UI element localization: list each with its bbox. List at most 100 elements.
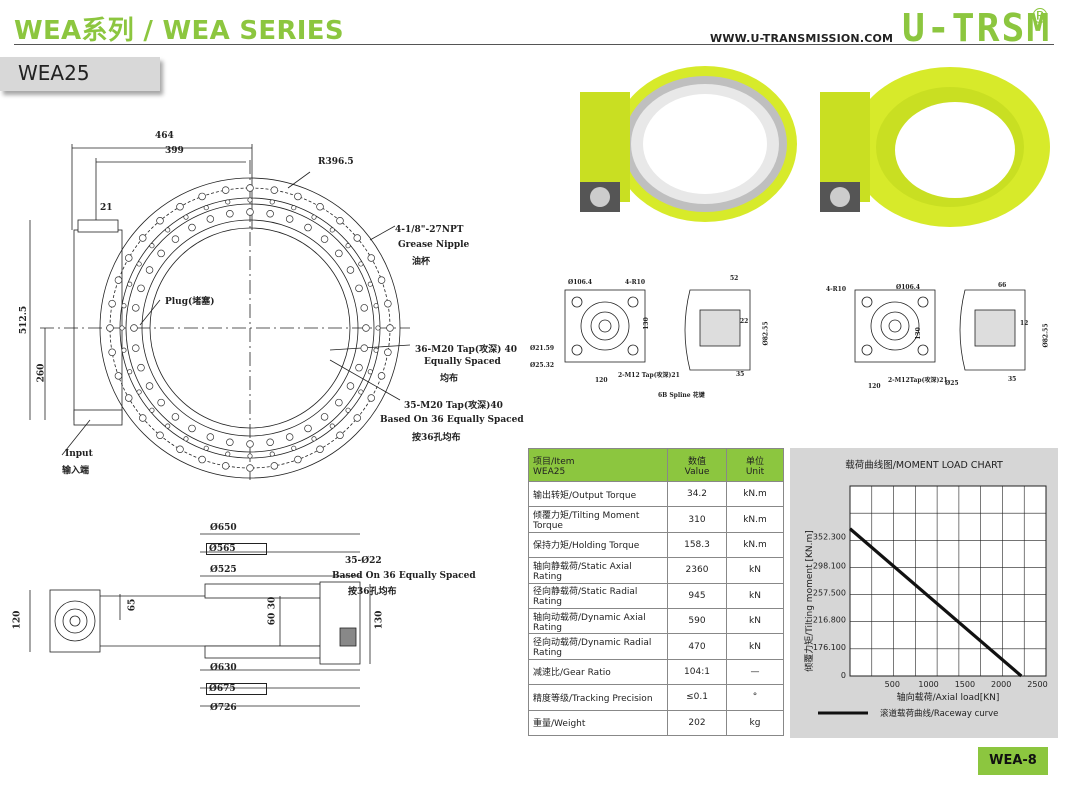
row-value: 945 [667, 582, 727, 609]
bolt-hole [139, 414, 147, 422]
bolt-hole [316, 203, 324, 211]
bolt-hole [247, 453, 253, 459]
bolt-hole [114, 372, 123, 380]
bolt-hole [384, 348, 392, 357]
bolt-hole [157, 398, 165, 407]
row-unit: kN [726, 607, 784, 635]
motor-b-m12: 2-M12Tap(攻深)21 [888, 377, 948, 384]
motor-b-d35: 35 [1008, 376, 1017, 383]
row-value: 104:1 [667, 658, 727, 686]
bolt-hole [269, 451, 275, 457]
row-label: 精度等级/Tracking Precision [528, 684, 668, 711]
bolt-hole [125, 254, 133, 262]
bolt-hole [355, 363, 363, 372]
bolt-hole [346, 266, 355, 274]
header-value-cn: 数值 [687, 456, 706, 467]
motor-a-d120: 120 [595, 377, 608, 384]
bolt-hole [358, 261, 364, 267]
bolt-hole [156, 217, 164, 225]
page-number-badge: WEA-8 [978, 747, 1048, 775]
motor-b-d12: 12 [1020, 320, 1029, 327]
motor-b-d106: Ø106.4 [896, 284, 921, 291]
dim-d650: Ø650 [210, 523, 237, 533]
row-label: 输出转矩/Output Torque [528, 480, 668, 508]
row-value: 310 [667, 506, 727, 533]
bolt-hole [108, 299, 116, 308]
dim-radius: R396.5 [318, 157, 354, 167]
motor-a-d106: Ø106.4 [568, 279, 593, 286]
bolt-hole [266, 210, 274, 218]
product-photo-front [580, 66, 797, 222]
bolt-hole [266, 438, 274, 446]
model-tab [0, 57, 160, 91]
bolt-hole [336, 431, 344, 439]
bolt-hole [329, 227, 335, 233]
chart-svg: 载荷曲线图/MOMENT LOAD CHART0176.100216.80025… [803, 459, 1048, 719]
holes-spec-3: 按36孔均布 [348, 587, 397, 597]
bolt-hole [145, 266, 154, 274]
tap-inner-label-3: 按36孔均布 [412, 433, 461, 443]
y-axis-label: 倾覆力矩/Tilting moment [KN.m] [803, 530, 815, 672]
y-tick-label: 0 [841, 671, 846, 680]
tap-outer-label-2: Equally Spaced [424, 357, 501, 367]
row-unit: kN.m [726, 531, 784, 559]
bolt-hole [106, 324, 114, 332]
table-row: 精度等级/Tracking Precision≤0.1° [528, 684, 784, 711]
bolt-hole [188, 223, 196, 232]
holes-spec-2: Based On 36 Equally Spaced [332, 571, 476, 581]
dim-60: 60 [267, 612, 278, 626]
bolt-hole [291, 445, 297, 451]
bolt-hole [353, 234, 361, 242]
series-title: WEA系列 / WEA SERIES [14, 16, 344, 46]
bolt-hole [367, 281, 373, 287]
bolt-hole [171, 413, 180, 421]
bolt-hole [311, 436, 317, 442]
dim-130: 130 [374, 610, 385, 630]
bolt-hole [246, 464, 254, 472]
motor-b-d82: Ø82.55 [1042, 323, 1050, 348]
bolt-hole [320, 413, 329, 421]
bolt-hole [221, 462, 230, 470]
motor-a-d2: 22 [740, 318, 749, 325]
header-value-en: Value [684, 466, 710, 477]
website-link[interactable]: WWW.U-TRANSMISSION.COM [710, 32, 894, 45]
row-label: 径向动载荷/Dynamic Radial Rating [528, 633, 668, 660]
bolt-hole [360, 304, 368, 312]
bolt-hole [121, 303, 127, 309]
bolt-hole [125, 394, 133, 402]
chart-title: 载荷曲线图/MOMENT LOAD CHART [845, 459, 1003, 471]
y-tick-label: 298.100 [813, 561, 846, 570]
motor-a-d130: 130 [642, 317, 650, 330]
bolt-hole [203, 445, 209, 451]
bolt-hole [206, 215, 215, 223]
bolt-hole [119, 325, 125, 331]
bolt-hole [183, 436, 189, 442]
bolt-hole [336, 217, 344, 225]
bolt-hole [183, 214, 189, 220]
row-label: 轴向动载荷/Dynamic Axial Rating [528, 607, 668, 635]
row-unit: ° [726, 684, 784, 711]
row-label: 减速比/Gear Ratio [528, 658, 668, 686]
bolt-hole [121, 347, 127, 353]
row-value: 590 [667, 607, 727, 635]
bolt-hole [127, 281, 133, 287]
bolt-hole [226, 210, 234, 218]
top-view-drawing [29, 144, 411, 480]
y-tick-label: 352.300 [813, 532, 846, 541]
bolt-hole [132, 304, 140, 312]
bolt-hole [320, 235, 329, 243]
bolt-hole [373, 303, 379, 309]
grease-spec: 4-1/8"-27NPT [395, 225, 464, 235]
dim-120: 120 [12, 610, 23, 630]
raceway-curve-line [848, 527, 1023, 678]
bolt-hole [176, 203, 184, 211]
bolt-hole [329, 423, 335, 429]
bolt-hole [384, 299, 392, 308]
motor-a-d21: Ø21.59 [530, 345, 555, 352]
